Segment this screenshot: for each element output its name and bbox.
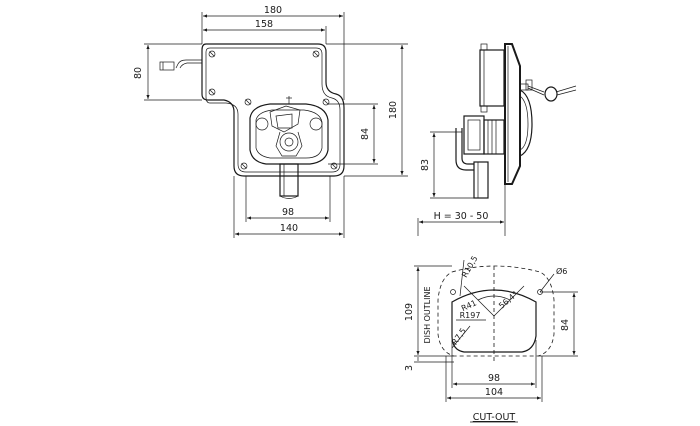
cutout-view: R10,5 Ø6 56,4° R41 R197 R7,5 DISH OUTLIN… [404,254,578,423]
dim-box-height: 80 [133,67,144,79]
dim-height-83: 83 [420,159,431,171]
housing-inner-outline [205,47,341,173]
dim-bottom-inner: 98 [282,207,294,218]
dim-104: 104 [485,387,503,398]
dim-bottom-outer: 140 [280,223,298,234]
dish-outline [437,265,555,357]
housing-outline [201,43,345,177]
hole-icon [450,289,456,295]
label-angle: 56,4° [497,290,519,311]
dim-overall-height: 180 [388,101,399,119]
label-hole-dia: Ø6 [556,266,567,276]
dim-109: 109 [404,303,415,321]
label-dish-outline: DISH OUTLINE [423,286,432,343]
dim-98: 98 [488,373,500,384]
cutout-outline [451,289,537,353]
dim-h-range: H = 30 - 50 [434,211,489,222]
front-view: 180 158 80 84 180 98 140 [133,5,408,238]
dim-body-height: 84 [360,128,371,140]
side-view: 83 H = 30 - 50 [417,43,577,236]
cable [159,59,202,71]
dim-84: 84 [560,319,571,331]
cutout-title: CUT-OUT [473,412,516,423]
label-r7-5: R7,5 [450,326,468,346]
dim-3: 3 [404,365,415,371]
dim-box-width: 158 [255,19,273,30]
mechanism [249,96,329,165]
label-r197: R197 [460,311,481,320]
lower-tube [279,163,299,199]
dim-overall-width: 180 [264,5,282,16]
cable-ring [527,85,577,102]
